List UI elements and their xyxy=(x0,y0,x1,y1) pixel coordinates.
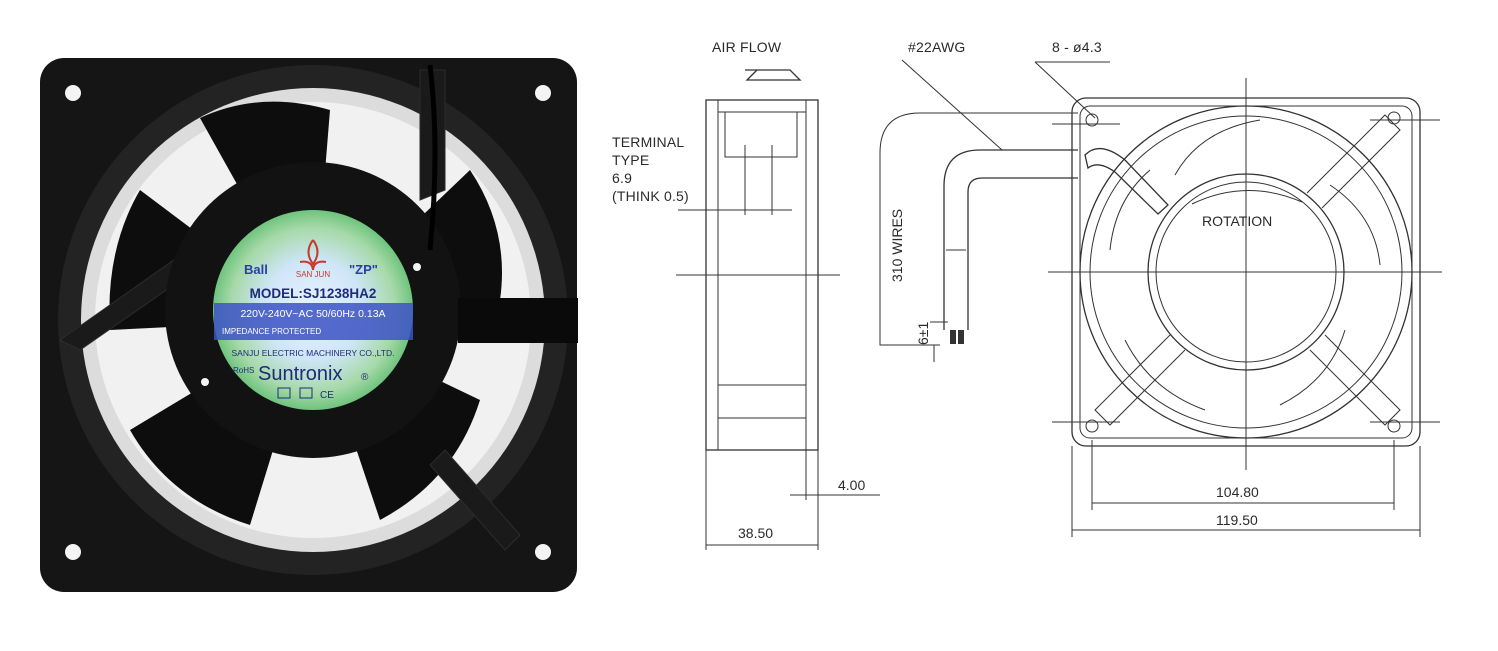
air-flow-arrow-icon xyxy=(745,69,802,81)
label-ce: CE xyxy=(320,390,334,401)
front-mounting-holes xyxy=(1085,111,1401,433)
dim-flange: 4.00 xyxy=(838,477,865,493)
dim-hole-pitch: 104.80 xyxy=(1216,484,1259,500)
terminal-spec-line-4: (THINK 0.5) xyxy=(612,188,689,204)
label-manufacturer: SANJU ELECTRIC MACHINERY CO.,LTD. xyxy=(232,348,395,358)
front-terminal xyxy=(1084,148,1169,215)
wire-gauge-label: #22AWG xyxy=(908,39,965,55)
ul-mark-icon xyxy=(277,387,291,399)
label-impedance: IMPEDANCE PROTECTED xyxy=(222,327,321,336)
lead-wire-path xyxy=(943,149,1078,330)
label-logo xyxy=(299,239,327,271)
strip-length-label: 6±1 xyxy=(915,322,931,345)
frame-struts xyxy=(1094,114,1401,426)
label-rohs: RoHS xyxy=(233,366,254,375)
label-brand: Suntronix xyxy=(258,363,343,385)
terminal-block xyxy=(724,111,798,158)
blade-outlines xyxy=(1109,119,1381,411)
label-rating: 220V-240V~AC 50/60Hz 0.13A xyxy=(240,308,385,320)
front-view: #22AWG 8 - ø4.3 310 WIRES 6±1 xyxy=(879,39,1442,537)
terminal-spec-line-3: 6.9 xyxy=(612,170,632,186)
label-registered: ® xyxy=(361,372,369,383)
label-bearing: Ball xyxy=(244,262,268,277)
label-brand-mark: SAN JUN xyxy=(296,270,330,279)
dim-width: 119.50 xyxy=(1216,512,1258,528)
side-view: AIR FLOW TERMINAL TYPE 6.9 (THINK 0.5) 3… xyxy=(612,39,880,550)
label-model: MODEL:SJ1238HA2 xyxy=(250,286,377,301)
cert-mark-icon xyxy=(299,387,313,399)
terminal-spec: TERMINAL TYPE 6.9 (THINK 0.5) xyxy=(612,134,689,204)
fan-photo: SAN JUN Ball "ZP" MODEL:SJ1238HA2 220V-2… xyxy=(40,58,578,592)
air-flow-label: AIR FLOW xyxy=(712,39,782,55)
hole-spec-label: 8 - ø4.3 xyxy=(1052,39,1102,55)
rotation-label: ROTATION xyxy=(1202,213,1272,229)
mounting-holes xyxy=(65,85,551,560)
dim-depth: 38.50 xyxy=(738,525,773,541)
wire-length-label: 310 WIRES xyxy=(889,209,905,282)
rotation-arrow-icon xyxy=(1191,190,1303,205)
terminal-spec-line-2: TYPE xyxy=(612,152,649,168)
terminal-spec-line-1: TERMINAL xyxy=(612,134,684,150)
label-series: "ZP" xyxy=(349,262,378,277)
terminal-lugs xyxy=(458,298,578,343)
lead-wires xyxy=(427,64,438,251)
